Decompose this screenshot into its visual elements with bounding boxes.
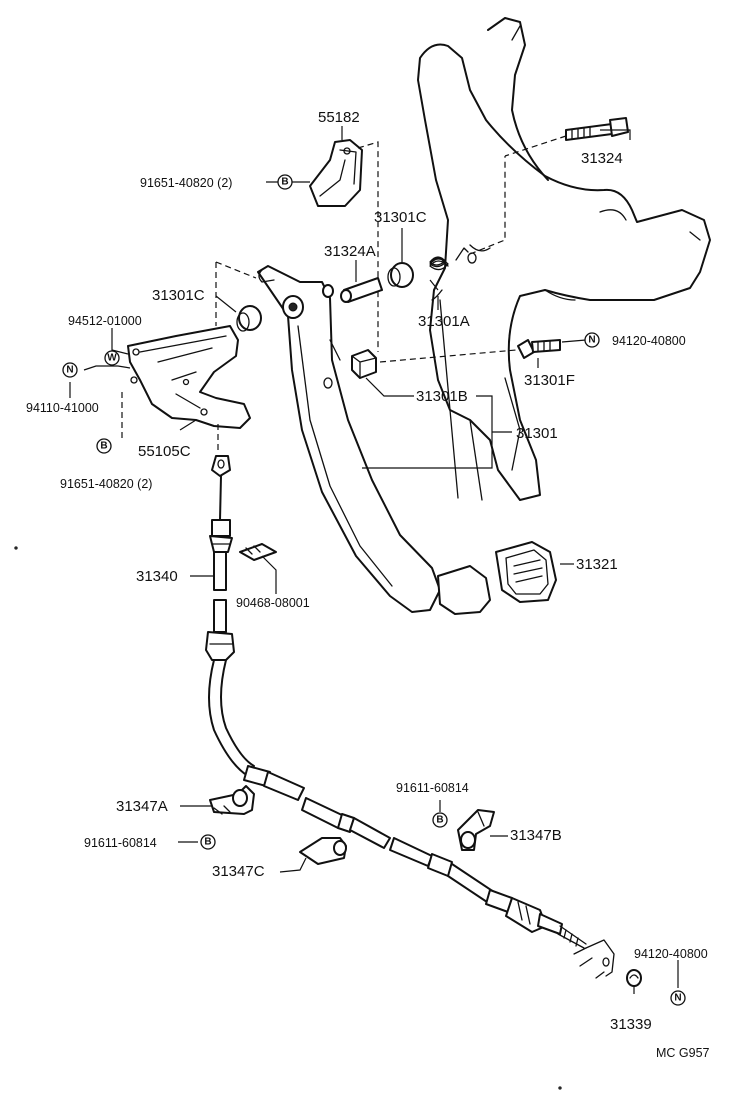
svg-text:W: W: [107, 353, 117, 364]
label-94110: 94110-41000: [26, 401, 99, 415]
bolt-31324: [504, 117, 629, 157]
bracket-55105c: [121, 261, 257, 452]
label-31301c-top: 31301C: [374, 209, 427, 226]
svg-text:N: N: [588, 335, 595, 346]
label-31324a: 31324A: [324, 243, 376, 260]
clamp-31347c: [299, 837, 347, 865]
label-91651-top: 91651-40820 (2): [140, 176, 232, 190]
symbol-bolt-left: B: [96, 438, 112, 454]
label-31347c: 31347C: [212, 863, 265, 880]
label-31301b: 31301B: [416, 388, 468, 405]
label-55182: 55182: [318, 109, 360, 126]
cable-31340: [205, 455, 587, 949]
symbol-bolt-clamp-a: B: [200, 834, 216, 850]
label-31340: 31340: [136, 568, 178, 585]
support-bracket: [417, 17, 711, 501]
pin-31324a: [340, 277, 383, 303]
label-90468: 90468-08001: [236, 596, 310, 610]
equalizer-end: [573, 939, 615, 979]
symbol-washer: W: [104, 350, 120, 366]
leader-lines: [69, 126, 679, 994]
bush-31301c-top: [387, 262, 414, 288]
label-94120-bottom: 94120-40800: [634, 947, 708, 961]
label-31339: 31339: [610, 1016, 652, 1033]
label-31301c-left: 31301C: [152, 287, 205, 304]
symbol-nut-bottom: N: [670, 990, 686, 1006]
stopper-31301b: [351, 349, 377, 379]
pedal-pad: [437, 565, 491, 615]
pedal-arm-31301: [257, 265, 441, 613]
label-31324: 31324: [581, 150, 623, 167]
spring-31301a: [429, 156, 506, 301]
svg-text:N: N: [674, 993, 681, 1004]
label-31347b: 31347B: [510, 827, 562, 844]
bush-31301c-left: [236, 305, 262, 332]
svg-text:B: B: [281, 177, 288, 188]
labels: 55182 91651-40820 (2) 31324 31301C 31324…: [26, 109, 710, 1060]
label-55105c: 55105C: [138, 443, 191, 460]
label-31301f: 31301F: [524, 372, 575, 389]
symbol-bolt-top: B: [277, 174, 293, 190]
bolt-31301f: [379, 339, 561, 363]
clip-90468: [239, 543, 277, 561]
drawing-code: MC G957: [656, 1046, 710, 1060]
svg-text:B: B: [100, 441, 107, 452]
label-94512: 94512-01000: [68, 314, 142, 328]
label-91611-left: 91611-60814: [84, 836, 157, 850]
symbol-nut-left: N: [62, 362, 78, 378]
clamp-31347b: [457, 809, 495, 851]
pedal-pad-31321: [495, 541, 557, 603]
label-94120-right: 94120-40800: [612, 334, 686, 348]
clip-31339: [626, 969, 642, 987]
label-31321: 31321: [576, 556, 618, 573]
symbol-nut-right: N: [584, 332, 600, 348]
symbol-bolt-clamp-b: B: [432, 812, 448, 828]
label-31301: 31301: [516, 425, 558, 442]
svg-text:B: B: [436, 815, 443, 826]
clamp-31347a: [209, 785, 255, 815]
svg-text:N: N: [66, 365, 73, 376]
label-91651-bottom: 91651-40820 (2): [60, 477, 152, 491]
svg-text:B: B: [204, 837, 211, 848]
label-91611-right: 91611-60814: [396, 781, 469, 795]
label-31347a: 31347A: [116, 798, 168, 815]
label-31301a: 31301A: [418, 313, 470, 330]
